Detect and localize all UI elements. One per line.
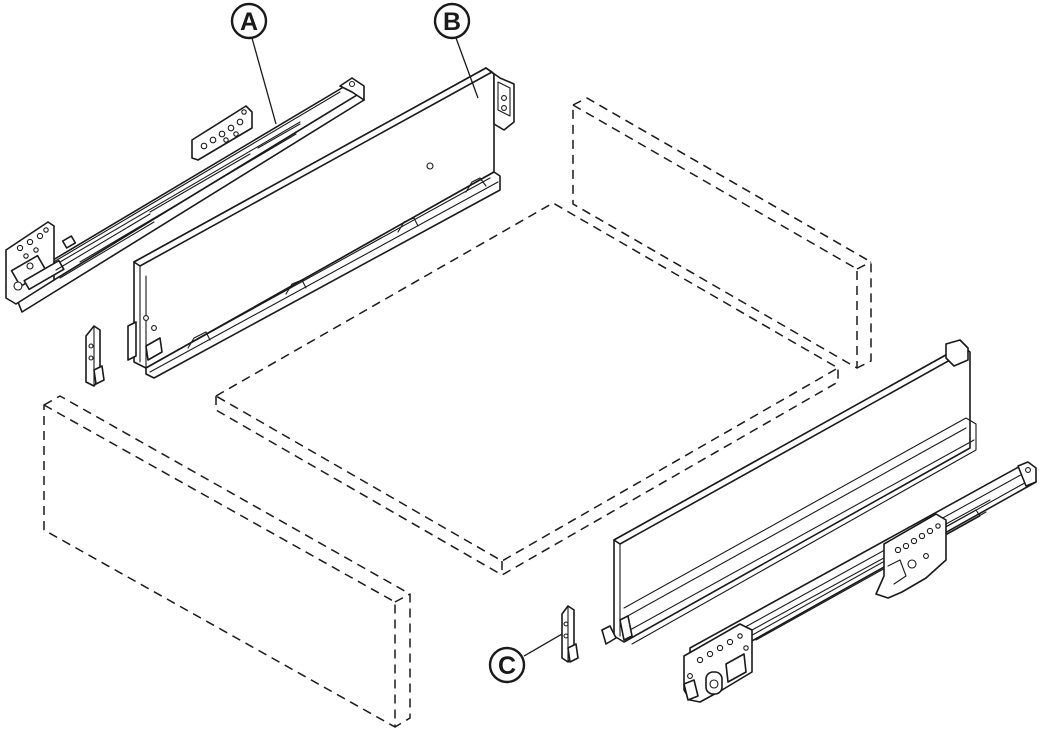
callout-b-circle [433, 2, 471, 40]
callout-b: B [433, 2, 479, 99]
callout-a-circle [230, 2, 268, 40]
left-runner-a [5, 77, 365, 313]
drawer-bottom-panel [215, 202, 839, 576]
callout-a: A [230, 2, 277, 125]
callout-c-label: C [498, 652, 516, 680]
callout-c-circle [488, 646, 526, 684]
front-fixing-bracket-left [85, 325, 105, 387]
right-drawer-side [601, 339, 977, 645]
front-fixing-bracket-c [561, 605, 579, 663]
drawer-front-panel [43, 395, 411, 728]
callout-b-label: B [443, 8, 461, 36]
callout-a-label: A [240, 8, 258, 36]
drawer-back-panel [572, 97, 872, 369]
right-runner [683, 461, 1037, 703]
left-drawer-side-b [127, 67, 515, 379]
callout-c: C [488, 633, 563, 684]
